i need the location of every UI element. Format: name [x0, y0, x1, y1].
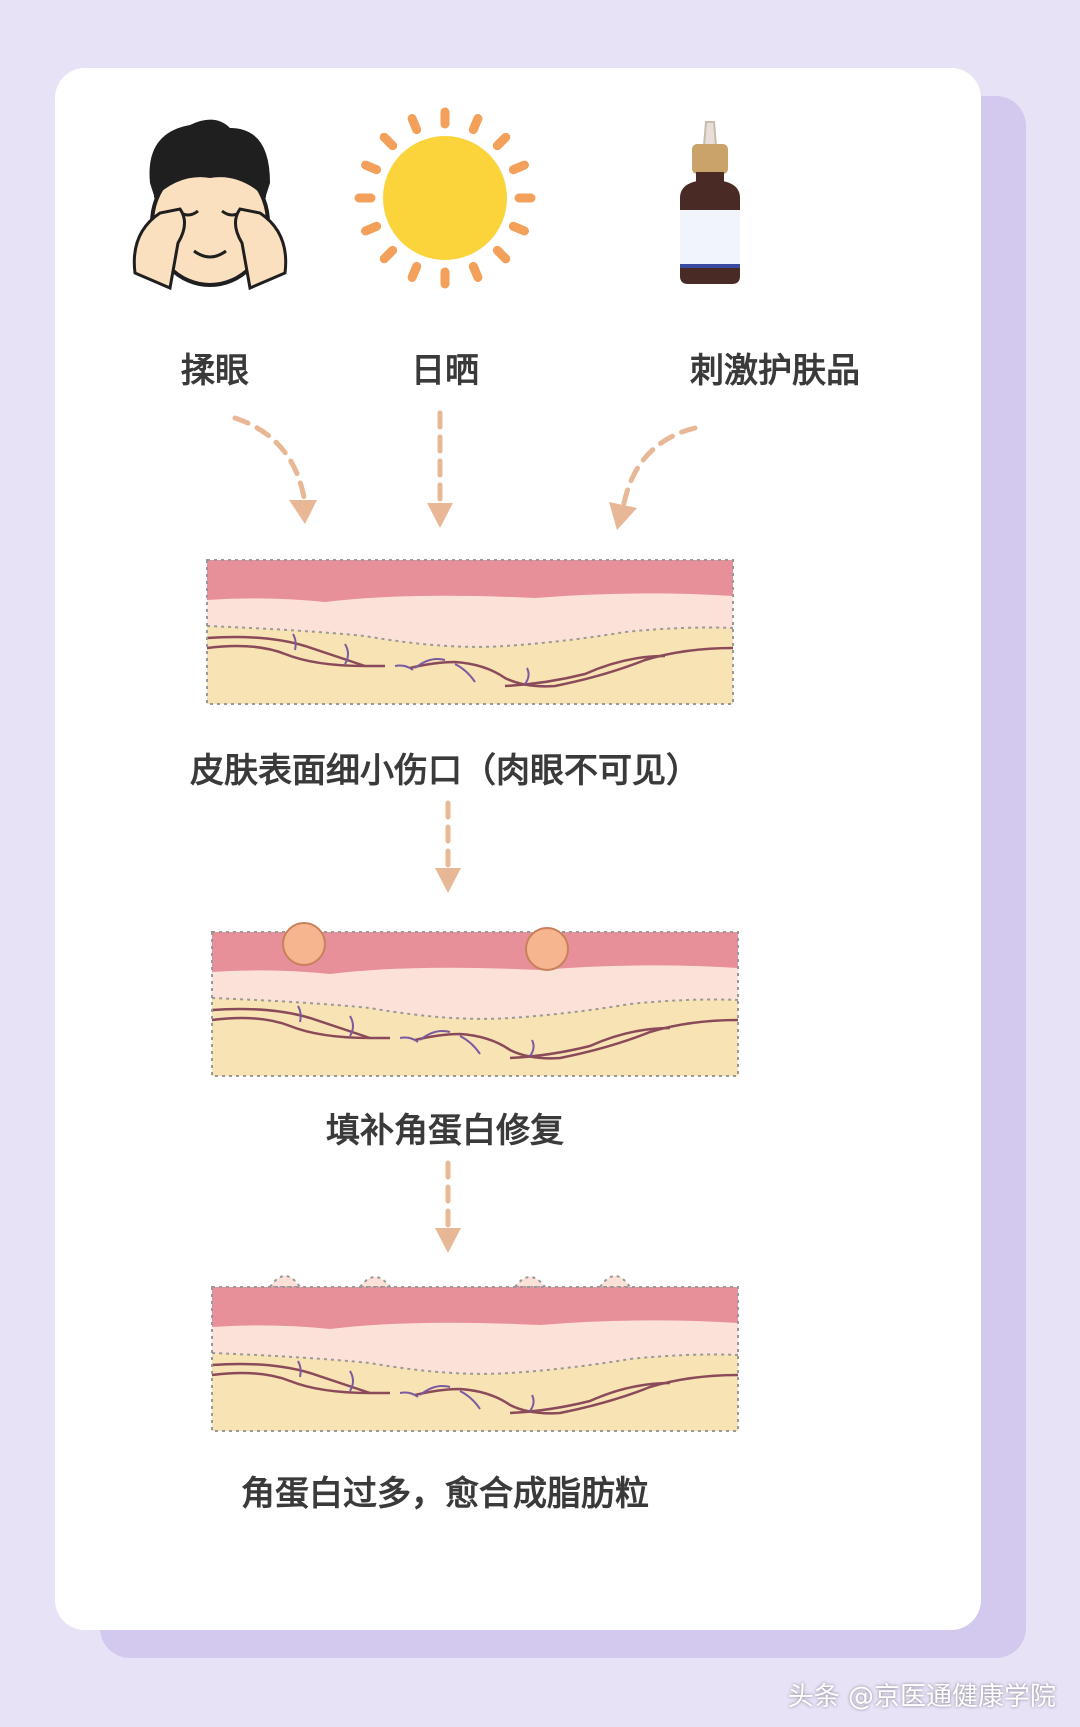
- sun-ray: [379, 245, 398, 264]
- sun-ray: [468, 114, 483, 135]
- cause-label-skincare: 刺激护肤品: [690, 351, 860, 391]
- step-caption-keratin-filling: 填补角蛋白修复: [326, 1111, 564, 1151]
- keratin-droplet-left: [282, 922, 326, 966]
- step-caption-wound: 皮肤表面细小伤口（肉眼不可见）: [190, 751, 700, 791]
- arrow-left-curve: [232, 415, 317, 524]
- sun-ray: [492, 132, 511, 151]
- skin-section-milia: [210, 1275, 740, 1433]
- arrow-step-2: [435, 1160, 461, 1253]
- arrow-right-curve: [609, 425, 698, 530]
- watermark: 头条 @京医通健康学院: [787, 1682, 1056, 1712]
- keratin-droplet-right: [525, 927, 569, 971]
- sun-icon: [354, 107, 536, 289]
- arrow-step-1: [435, 800, 461, 893]
- sun-ray: [407, 261, 422, 282]
- sun-ray: [492, 245, 511, 264]
- step-caption-milia: 角蛋白过多，愈合成脂肪粒: [241, 1474, 649, 1514]
- sun-ray: [379, 132, 398, 151]
- skin-section-wound: [205, 558, 735, 706]
- sun-ray: [468, 261, 483, 282]
- cause-label-rubbing: 揉眼: [181, 351, 249, 391]
- sun-ray: [361, 160, 382, 175]
- face-rubbing-eyes-icon: [132, 119, 288, 291]
- cause-label-sun: 日晒: [411, 351, 479, 391]
- skincare-bottle-icon: [680, 121, 740, 284]
- sun-ray: [361, 221, 382, 236]
- sun-ray: [508, 160, 529, 175]
- arrow-center-down: [427, 410, 453, 528]
- sun-ray: [407, 114, 422, 135]
- sun-ray: [508, 221, 529, 236]
- diagram-card: 揉眼 日晒 刺激护肤品 皮肤表面细小伤口（肉眼不可见） 填补角蛋白修复: [55, 68, 981, 1630]
